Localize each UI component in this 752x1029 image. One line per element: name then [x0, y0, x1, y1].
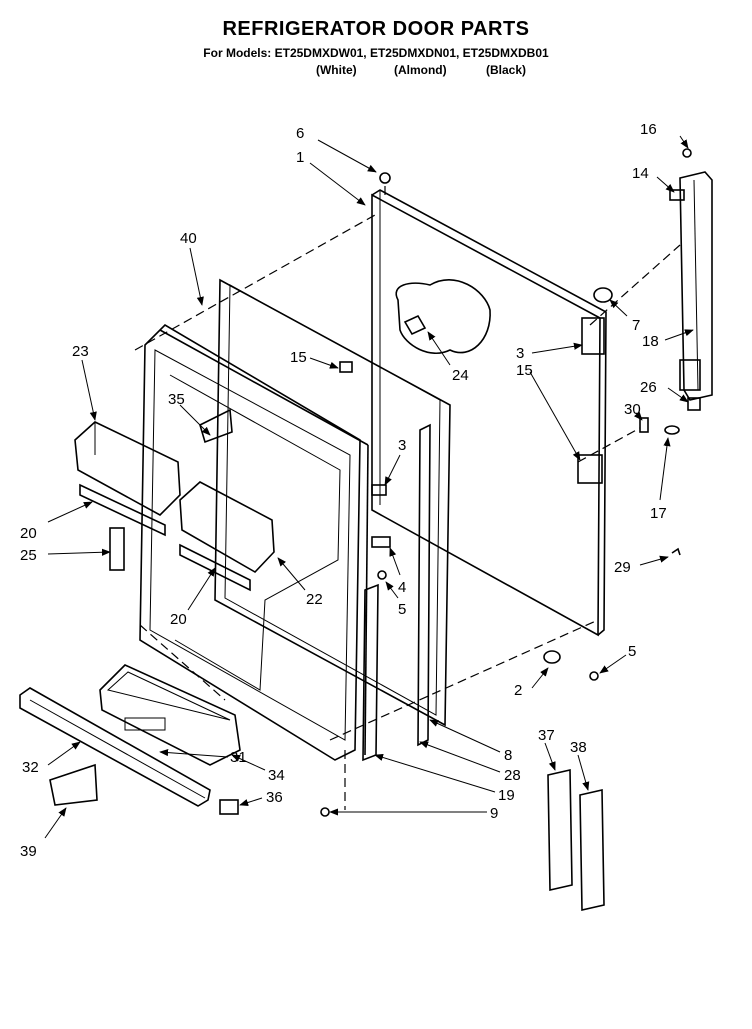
callout-32: 32 [22, 759, 39, 776]
upper-hinge-area [577, 317, 605, 484]
callout-9: 9 [490, 805, 498, 822]
callout-19: 19 [498, 787, 515, 804]
callout-23: 23 [72, 343, 89, 360]
callout-5-right: 5 [628, 643, 636, 660]
callout-24: 24 [452, 367, 469, 384]
callout-3-right: 3 [516, 345, 524, 362]
callout-labels: 6 1 40 23 15 35 24 3 4 5 20 25 20 22 16 … [20, 121, 667, 860]
callout-16: 16 [640, 121, 657, 138]
color-almond: (Almond) [393, 63, 447, 77]
hardware [320, 148, 701, 817]
trim-strips [547, 769, 605, 911]
dairy-bin [99, 664, 241, 766]
middle-shelf-bin [179, 481, 275, 592]
callout-26: 26 [640, 379, 657, 396]
callout-36: 36 [266, 789, 283, 806]
small-parts [49, 314, 427, 815]
callout-5-middle: 5 [398, 601, 406, 618]
callout-7: 7 [632, 317, 640, 334]
alignment-lines [134, 182, 681, 810]
callout-2: 2 [514, 682, 522, 699]
callout-28: 28 [504, 767, 521, 784]
upper-shelf-bin [74, 421, 181, 537]
outer-door-panel [371, 189, 607, 637]
callout-20-lower: 20 [170, 611, 187, 628]
callout-22: 22 [306, 591, 323, 608]
callout-40: 40 [180, 230, 197, 247]
callout-4: 4 [398, 579, 406, 596]
color-white: (White) [315, 63, 357, 77]
callout-29: 29 [614, 559, 631, 576]
callout-35: 35 [168, 391, 185, 408]
callout-39: 39 [20, 843, 37, 860]
inner-door-liner [139, 323, 369, 761]
color-black: (Black) [485, 63, 526, 77]
callout-37: 37 [538, 727, 555, 744]
callout-30: 30 [624, 401, 641, 418]
color-list: (White) (Almond) (Black) [0, 63, 752, 77]
callout-31: 31 [230, 749, 247, 766]
callout-17: 17 [650, 505, 667, 522]
page-title: REFRIGERATOR DOOR PARTS [222, 18, 530, 40]
callout-1: 1 [296, 149, 304, 166]
leader-arrows [44, 135, 694, 839]
callout-20-upper: 20 [20, 525, 37, 542]
callout-6: 6 [296, 125, 304, 142]
lower-rail [19, 687, 211, 807]
callout-15-left: 15 [290, 349, 307, 366]
callout-3-middle: 3 [398, 437, 406, 454]
callout-38: 38 [570, 739, 587, 756]
callout-14: 14 [632, 165, 649, 182]
insulation-cutaway [395, 279, 491, 355]
callout-18: 18 [642, 333, 659, 350]
model-list: For Models: ET25DMXDW01, ET25DMXDN01, ET… [203, 46, 549, 60]
door-handle [669, 171, 713, 401]
callout-34: 34 [268, 767, 285, 784]
callout-15-right: 15 [516, 362, 533, 379]
callout-8: 8 [504, 747, 512, 764]
callout-25: 25 [20, 547, 37, 564]
door-gasket [214, 278, 451, 727]
